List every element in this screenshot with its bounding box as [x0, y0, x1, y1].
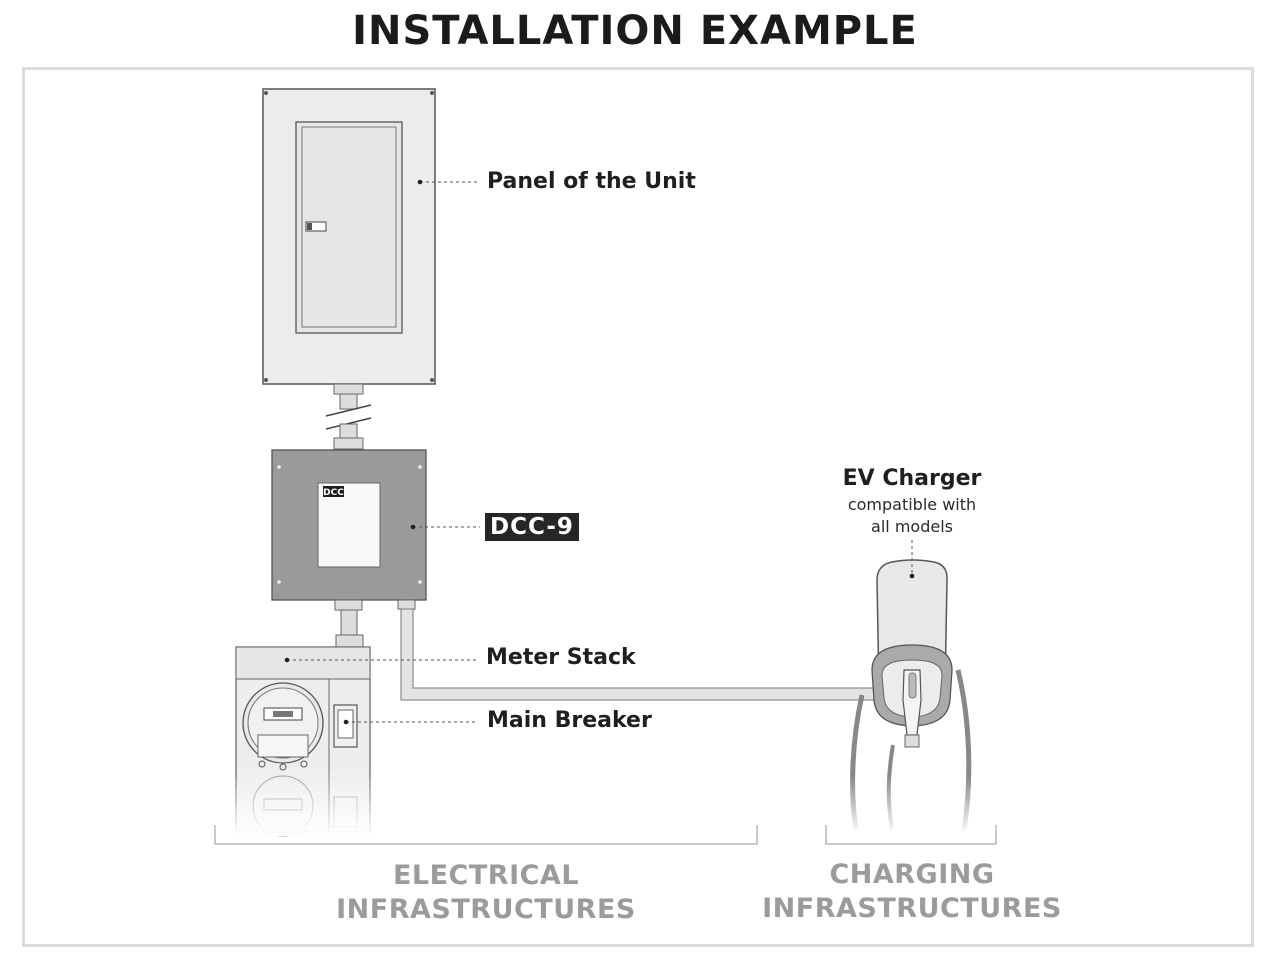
electrical-panel-icon	[262, 88, 436, 385]
ev-charger-title: EV Charger	[842, 466, 982, 491]
main-breaker-label: Main Breaker	[487, 708, 652, 733]
dcc-label: DCC-9	[485, 513, 579, 541]
charging-infrastructures-label: CHARGING INFRASTRUCTURES	[752, 858, 1072, 926]
diagram-frame	[22, 67, 1254, 947]
electrical-infrastructures-label: ELECTRICAL INFRASTRUCTURES	[326, 859, 646, 927]
meter-stack-label: Meter Stack	[486, 645, 636, 670]
ev-charger-subtitle-line1: compatible with	[847, 495, 977, 514]
dcc-device-icon: DCC	[271, 449, 427, 601]
ev-charger-subtitle: compatible with all models	[812, 494, 1012, 538]
page-title: INSTALLATION EXAMPLE	[352, 8, 918, 54]
electrical-line1: ELECTRICAL	[392, 860, 580, 891]
group-brackets	[214, 825, 997, 845]
dcc-badge: DCC	[323, 488, 344, 498]
conduit-upper	[325, 383, 372, 450]
charging-line2: INFRASTRUCTURES	[762, 893, 1062, 924]
electrical-line2: INFRASTRUCTURES	[336, 894, 636, 925]
ev-charger-subtitle-line2: all models	[871, 517, 953, 536]
meter-stack-icon	[228, 646, 378, 837]
ev-charger-icon	[845, 559, 980, 835]
charging-line1: CHARGING	[829, 859, 995, 890]
panel-label: Panel of the Unit	[487, 169, 696, 194]
leader-lines	[284, 179, 915, 725]
